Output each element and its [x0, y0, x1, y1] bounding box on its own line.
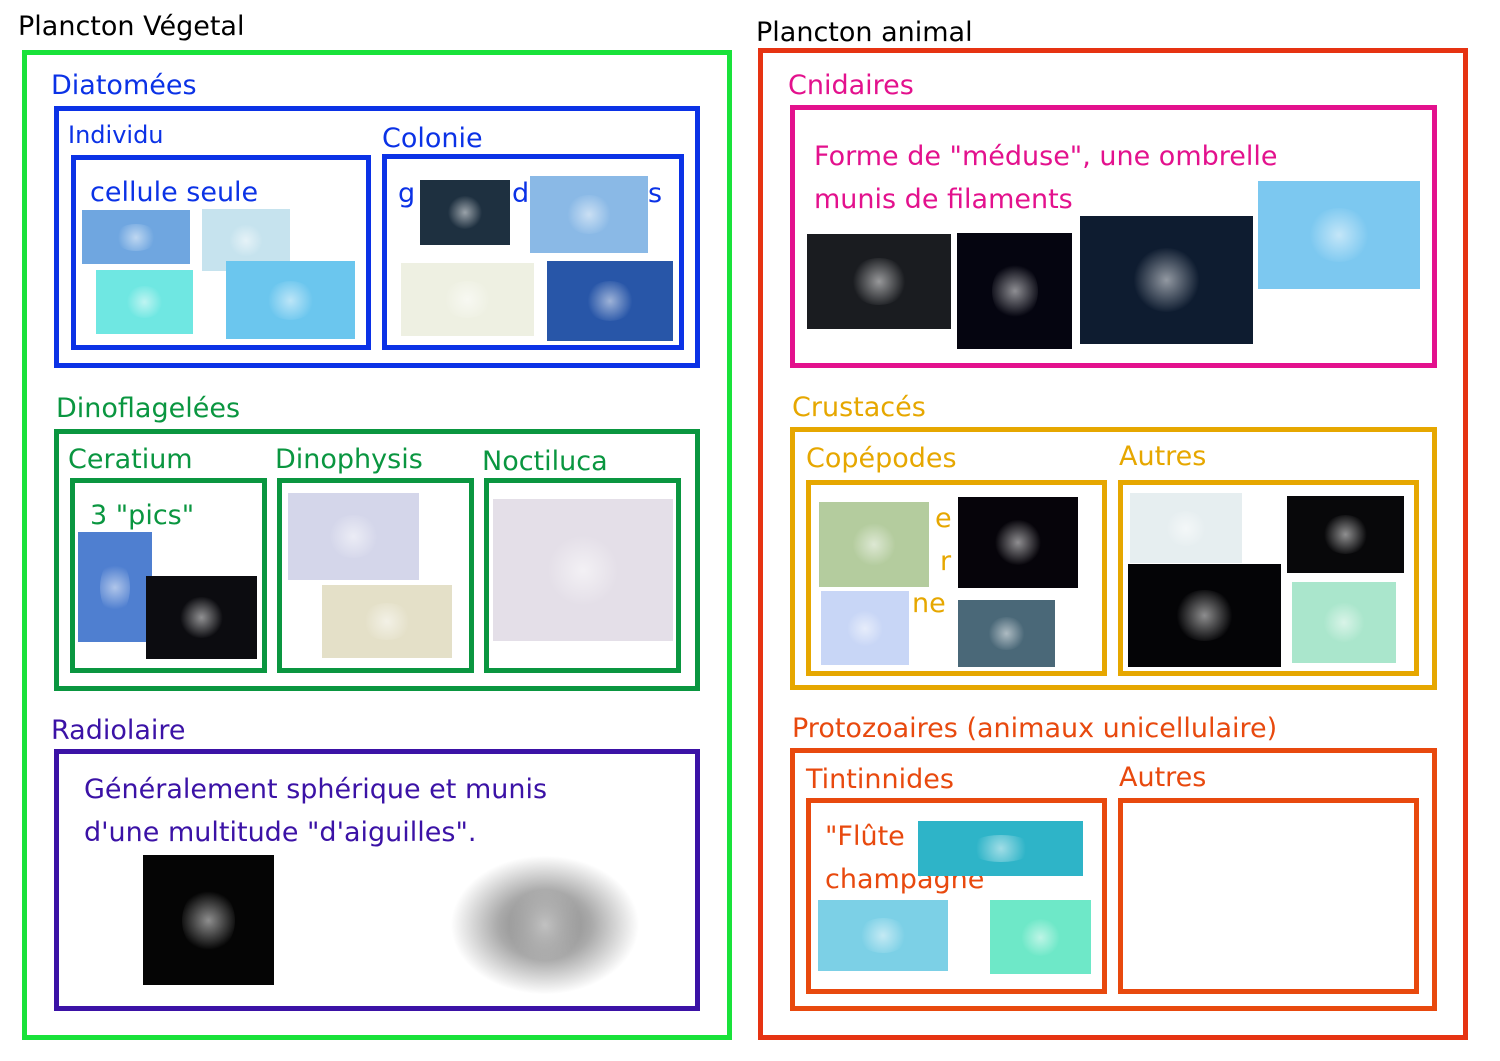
noctiluca-photo: [493, 499, 673, 641]
individu-label: Individu: [68, 121, 164, 149]
copepode-photo: [958, 600, 1055, 667]
ceratium-photo: [78, 532, 152, 642]
colonie-text-fragment: g: [398, 178, 416, 209]
copepodes-text-fragment: r: [940, 546, 952, 577]
protozoaires-title: Protozoaires (animaux unicellulaire): [792, 713, 1278, 744]
copepodes-label: Copépodes: [806, 443, 957, 474]
ceratium-label: Ceratium: [68, 444, 193, 475]
protozoaires-box: [790, 748, 1437, 1011]
protozoaires-autres-box: [1118, 798, 1419, 994]
crustace-photo: [1287, 496, 1404, 573]
dinoflagelees-box: [54, 429, 700, 691]
cnidaires-title: Cnidaires: [788, 70, 914, 101]
dinoflagelees-title: Dinoflagelées: [56, 393, 241, 424]
diatom-photo: [202, 209, 290, 271]
colony-photo: [547, 261, 673, 341]
radiolaire-box: [54, 749, 700, 1011]
colonie-box: [382, 154, 684, 350]
crustace-photo: [1292, 582, 1396, 663]
ceratium-box: [70, 478, 267, 673]
tintinnide-photo: [818, 900, 948, 971]
individu-box: [71, 155, 371, 350]
copepodes-box: [806, 480, 1107, 676]
copepode-photo: [958, 497, 1078, 588]
cnidaires-box: [790, 105, 1437, 368]
tintinnide-photo: [990, 900, 1091, 974]
crustaces-title: Crustacés: [792, 392, 926, 423]
colony-photo: [420, 180, 510, 245]
tintinnide-photo: [918, 821, 1083, 876]
crustaces-autres-label: Autres: [1119, 441, 1207, 472]
protozoaires-autres-label: Autres: [1119, 762, 1207, 793]
copepodes-text-fragment: e: [935, 503, 952, 534]
tintinnides-label: Tintinnides: [806, 764, 954, 795]
tintinnides-line1: "Flûte: [825, 821, 905, 852]
dinophysis-label: Dinophysis: [275, 444, 423, 475]
cnidaires-line1: Forme de "méduse", une ombrelle: [814, 141, 1278, 172]
radiolaire-line1: Généralement sphérique et munis: [84, 774, 548, 805]
diatom-photo: [96, 270, 193, 334]
noctiluca-label: Noctiluca: [482, 446, 608, 477]
diatomees-title: Diatomées: [51, 70, 197, 101]
colony-photo: [530, 176, 648, 253]
dinophysis-box: [277, 478, 474, 673]
colonie-text-fragment: d: [512, 178, 530, 209]
animal-title: Plancton animal: [756, 17, 973, 48]
crustaces-autres-box: [1118, 480, 1419, 676]
diatom-photo: [82, 210, 190, 264]
radiolaire-title: Radiolaire: [51, 715, 186, 746]
diatomees-box: [54, 106, 700, 368]
colony-photo: [401, 263, 534, 336]
ceratium-text: 3 "pics": [90, 500, 195, 531]
vegetal-title: Plancton Végetal: [18, 11, 245, 42]
colonie-label: Colonie: [382, 123, 483, 154]
noctiluca-box: [484, 478, 681, 673]
radiolaire-drawing: [450, 855, 640, 995]
crustace-photo: [1128, 564, 1281, 667]
radiolaire-photo: [143, 855, 274, 985]
vegetal-box: [22, 50, 732, 1040]
ceratium-photo: [146, 576, 257, 659]
individu-text: cellule seule: [90, 177, 259, 208]
cnidaire-photo: [957, 233, 1072, 349]
cnidaires-line2: munis de filaments: [814, 184, 1073, 215]
dinophysis-photo: [288, 493, 419, 580]
copepodes-text-fragment: ne: [912, 588, 946, 619]
cnidaire-photo: [1258, 181, 1420, 289]
cnidaire-photo: [807, 234, 951, 329]
radiolaire-line2: d'une multitude "d'aiguilles".: [84, 817, 477, 848]
dinophysis-photo: [322, 585, 452, 658]
cnidaire-photo: [1080, 216, 1253, 344]
copepode-photo: [819, 502, 929, 587]
colonie-text-fragment: s: [648, 178, 663, 209]
animal-box: [758, 48, 1468, 1040]
crustaces-box: [790, 427, 1437, 690]
crustace-photo: [1130, 493, 1242, 563]
tintinnides-box: [806, 798, 1107, 994]
diatom-photo: [226, 261, 355, 339]
copepode-photo: [821, 591, 909, 665]
